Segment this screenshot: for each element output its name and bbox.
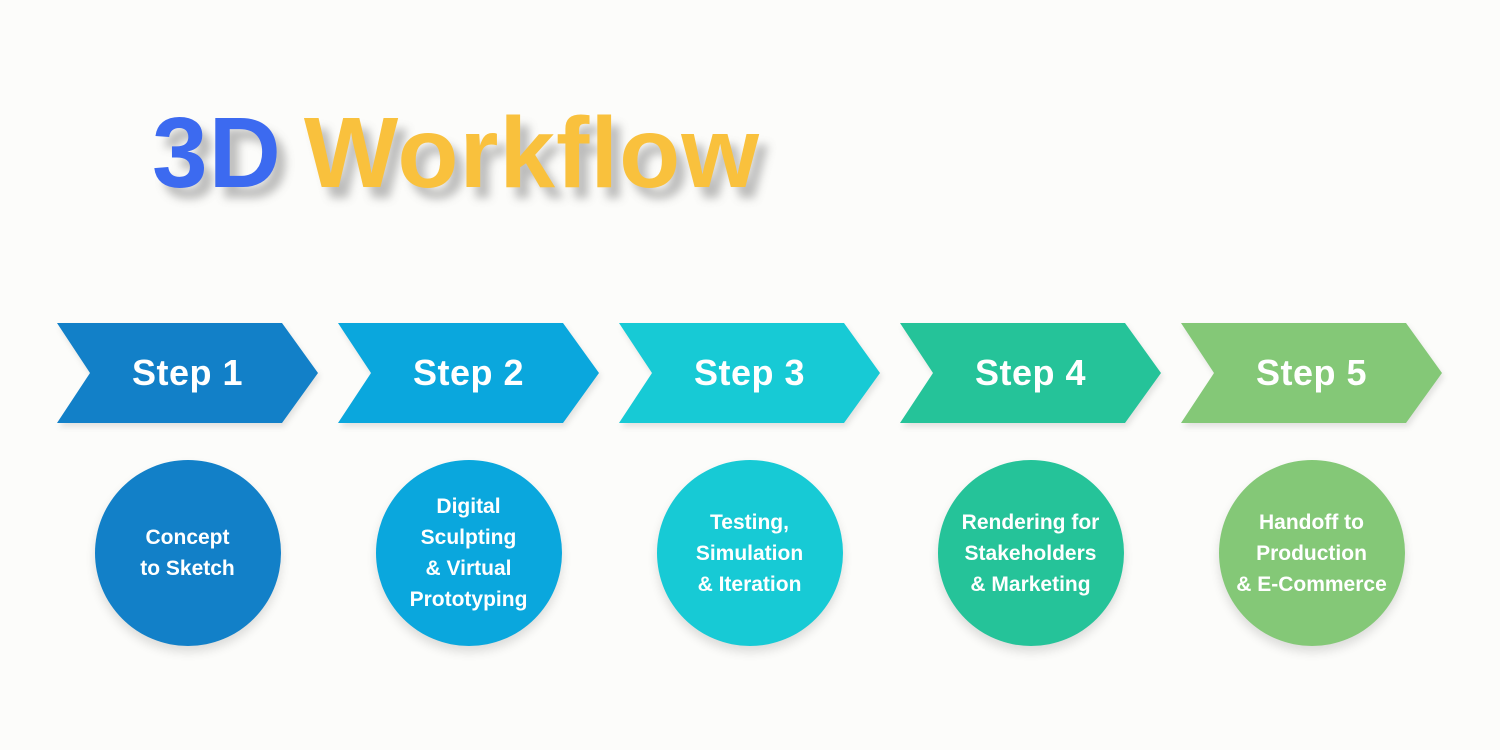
title-part-workflow: Workflow [303,97,760,209]
step-description-3: Testing, Simulation & Iteration [695,510,804,596]
step-column-5: Step 5 Handoff to Production & E-Commerc… [1181,323,1442,646]
step-column-3: Step 3 Testing, Simulation & Iteration [619,323,880,646]
step-description-1: Concept to Sketch [140,526,235,580]
step-arrow-2: Step 2 [338,323,599,423]
step-circle-1: Concept to Sketch [94,460,281,646]
step-circle-3: Testing, Simulation & Iteration [656,460,843,646]
step-circle-5: Handoff to Production & E-Commerce [1218,460,1405,646]
step-arrow-3: Step 3 [619,323,880,423]
step-description-5: Handoff to Production & E-Commerce [1236,510,1387,596]
step-description-4: Rendering for Stakeholders & Marketing [961,510,1100,596]
step-label-1: Step 1 [131,352,244,393]
step-column-4: Step 4 Rendering for Stakeholders & Mark… [900,323,1161,646]
title-part-3d: 3D [152,97,282,209]
step-description-2: Digital Sculpting & Virtual Prototyping [409,495,528,611]
step-label-2: Step 2 [412,352,525,393]
step-label-3: Step 3 [693,352,806,393]
step-arrow-5: Step 5 [1181,323,1442,423]
step-circle-2: Digital Sculpting & Virtual Prototyping [375,460,562,646]
step-column-1: Step 1 Concept to Sketch [57,323,318,646]
step-circle-4: Rendering for Stakeholders & Marketing [937,460,1124,646]
step-label-4: Step 4 [974,352,1087,393]
step-arrow-4: Step 4 [900,323,1161,423]
steps-row: Step 1 Concept to Sketch Step 2 Digital … [57,323,1442,646]
step-column-2: Step 2 Digital Sculpting & Virtual Proto… [338,323,599,646]
step-arrow-1: Step 1 [57,323,318,423]
step-label-5: Step 5 [1255,352,1368,393]
